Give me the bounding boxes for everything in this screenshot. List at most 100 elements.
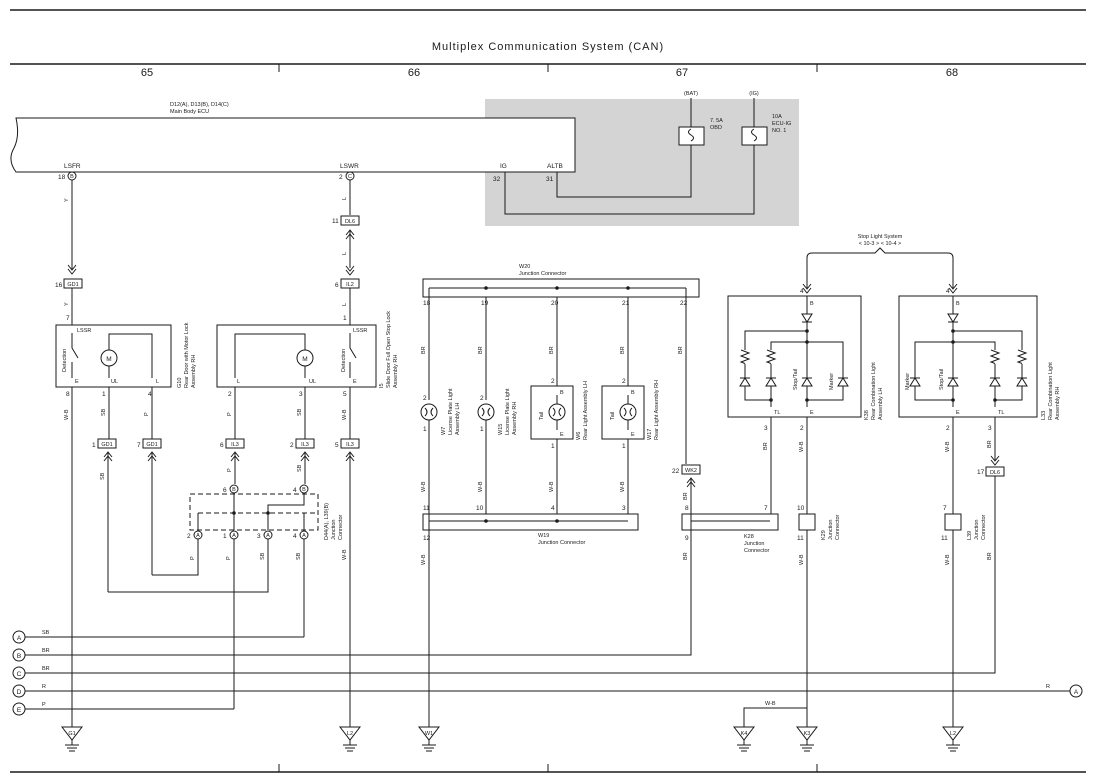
wire-sb-gd1: SB [100,472,106,480]
l33-term-tl: TL [998,410,1004,416]
wire-wb-w15: W-B [478,481,484,492]
w7-desc2: Assembly LH [455,403,461,435]
w6-tail: Tail [539,412,545,420]
bus-d: D [17,689,22,696]
k29-desc2: Connector [835,514,841,540]
pin-4-k38: 4 [800,288,804,295]
wire-p-d44a: P [190,556,196,560]
fuse-obd-amp: 7. 5A [710,118,723,124]
fuse-obd: (BAT) 7. 5A OBD [678,91,723,146]
pin-11-l39: 11 [941,535,948,542]
pin-1-d44: 1 [223,533,227,540]
stop-light-line1: Stop Light System [858,234,903,240]
pin-7-k28: 7 [764,505,768,512]
wire-sb-g10: SB [101,408,107,416]
k29-name: K29 [821,530,827,540]
ground-k3-label: K3 [804,731,811,737]
w19-desc: Junction Connector [538,540,586,546]
pin-21-w20: 21 [622,300,630,307]
pin-3-i5: 3 [299,391,303,398]
wire-l-3: L [342,303,348,306]
pin-2-w17: 2 [622,378,626,385]
fuse-ecu-ig: (IG) 10A ECU-IG NO. 1 [741,91,791,146]
l33-name: L33 [1041,411,1047,420]
stop-light-system-ref: Stop Light System < 10-3 > < 10-4 > [806,234,954,259]
conn-gd1-b: GD1 [146,442,157,448]
i5-lssr: LSSR [353,328,367,334]
ground-w1-label: W1 [425,731,433,737]
l33-desc: Rear Combination Light [1048,362,1054,420]
ground-w1: W1 [417,726,441,752]
l33-desc2: Assembly RH [1055,387,1061,420]
g10-name: G10 [177,378,183,388]
conn-il3-c: IL3 [346,442,354,448]
pin-2-il3: 2 [290,442,294,449]
wire-wb-l33: W-B [945,441,951,452]
w17-desc: Rear Light Assembly RH [654,380,660,440]
g10-rear-door-lock: LSSR Detection M E UL L G10 Rear Door wi… [55,322,197,388]
pin-20-w20: 20 [551,300,559,307]
pin-7-g10: 7 [66,315,70,322]
ground-k3: K3 [795,726,819,752]
wire-br-wk2: BR [678,346,684,354]
pin-3-d44: 3 [257,533,261,540]
conn-dl6-1: DL6 [345,219,355,225]
ground-g1-label: G1 [68,731,75,737]
w7-desc: License Plate Light [448,388,454,435]
pin-17-dl6: 17 [977,469,985,476]
d44-desc2: Connector [338,514,344,540]
pin-11-w19: 11 [423,505,430,512]
i5-detection: Detection [341,349,347,372]
pin-1-w6: 1 [551,443,555,450]
conn-il2: IL2 [346,282,354,288]
fuse-ecuig-name1: ECU-IG [772,121,791,127]
bus-e-wire: P [42,702,46,708]
k28-name: K28 [744,534,754,540]
i5-desc2: Assembly RH [393,355,399,388]
stop-light-line2: < 10-3 > < 10-4 > [859,241,902,247]
w20-name: W20 [519,264,530,270]
l33-term-e: E [956,410,960,416]
pin-19-w20: 19 [481,300,489,307]
pin-2-l33: 2 [946,425,950,432]
d44-letter-a2: A [232,533,236,539]
k38-desc2: Assembly LH [878,388,884,420]
w20-junction-connector: W20 Junction Connector [422,264,700,298]
ground-l2-label: L2 [347,731,353,737]
ground-l2-left: L2 [338,726,362,752]
k38-term-b: B [810,301,814,307]
wire-wb-w17: W-B [620,481,626,492]
fuse-ecuig-name2: NO. 1 [772,128,786,134]
fuse-bat-label: (BAT) [684,91,698,97]
g10-term-ul: UL [111,379,118,385]
pin-8-g10: 8 [66,391,70,398]
bus-lines: A SB B BR C BR D R R A E P [12,476,1083,716]
i5-term-l: L [237,379,240,385]
ground-k4: K4 [732,726,756,752]
wire-sb-il3: SB [297,464,303,472]
ecu-pin-altb: ALTB [547,163,563,170]
pin-5-i5: 5 [343,391,347,398]
bus-a-right: A [1074,689,1079,696]
k29-junction-connector: 10 11 K29 Junction Connector [797,505,841,542]
i5-name: I5 [379,383,385,388]
w6-name: W6 [576,432,582,440]
d44-name: D44(A), L39(B) [324,503,330,540]
l39-junction-connector: 7 11 L39 Junction Connector [941,505,987,542]
i5-motor: M [302,356,307,363]
ground-g1: G1 [60,726,84,752]
w17-name: W17 [647,429,653,440]
conn-gd1-a: GD1 [101,442,112,448]
pin-7-gd1: 7 [137,442,141,449]
l33-term-b: B [956,301,960,307]
d44-letter-b2: B [302,487,306,493]
pin-3-l33: 3 [988,425,992,432]
pin-22-wk2: 22 [672,468,680,475]
wire-wb-i5: W-B [342,409,348,420]
wire-y-2: Y [64,302,70,306]
wire-p-d44b: P [226,556,232,560]
pin-9-k28: 9 [685,535,689,542]
wire-sb-d44b: SB [296,552,302,560]
w6-term-e: E [560,432,564,438]
